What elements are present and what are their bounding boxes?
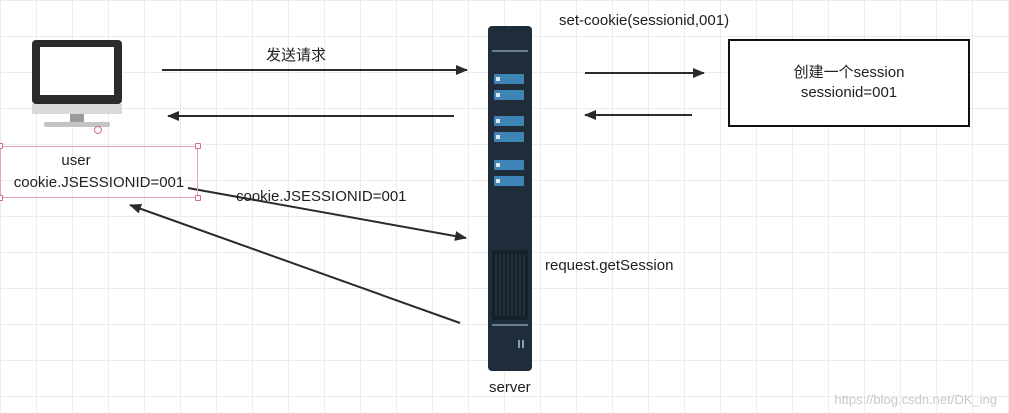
- send-request-label: 发送请求: [266, 47, 327, 64]
- selection-handle-top-left[interactable]: [0, 143, 3, 149]
- user-title: user: [61, 152, 91, 169]
- session-box-line2: sessionid=001: [800, 84, 898, 101]
- cookie-request-label: cookie.JSESSIONID=001: [236, 188, 407, 205]
- arrow-cookie-request: [187, 187, 467, 241]
- session-box-line1: 创建一个session: [793, 64, 905, 81]
- session-box: 创建一个session sessionid=001: [728, 39, 970, 127]
- user-cookie: cookie.JSESSIONID=001: [13, 174, 185, 191]
- selection-handle-bottom-right[interactable]: [195, 195, 201, 201]
- watermark: https://blog.csdn.net/DK_ing: [834, 392, 997, 407]
- arrow-get-session-return: [129, 203, 461, 324]
- selection-handle-bottom-left[interactable]: [0, 195, 3, 201]
- server-rack-icon: [488, 26, 532, 371]
- selection-handle-top-right[interactable]: [195, 143, 201, 149]
- monitor-icon: [32, 40, 122, 127]
- server-label: server: [489, 379, 531, 396]
- set-cookie-label: set-cookie(sessionid,001): [559, 12, 730, 29]
- get-session-label: request.getSession: [545, 257, 674, 274]
- selection-handle-rotate[interactable]: [94, 126, 102, 134]
- user-box[interactable]: user cookie.JSESSIONID=001: [0, 146, 198, 198]
